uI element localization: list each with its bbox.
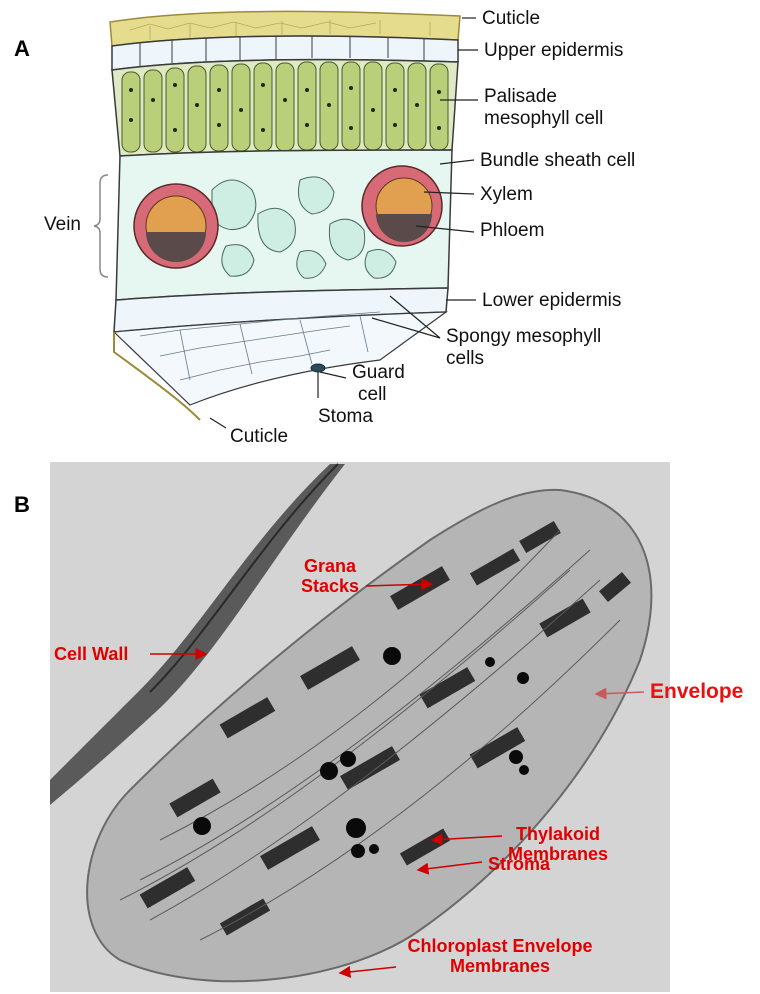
chloroplast-micrograph [0, 460, 760, 994]
label-cell-wall: Cell Wall [54, 644, 128, 664]
label-xylem: Xylem [480, 184, 533, 206]
label-cuticle-top: Cuticle [482, 8, 540, 30]
label-palisade-line2: mesophyll cell [484, 108, 603, 130]
label-bundle-sheath: Bundle sheath cell [480, 150, 635, 172]
label-guard-line1: Guard [352, 362, 405, 384]
label-spongy-line2: cells [446, 348, 484, 370]
chloroplast-micrograph-panel: B [0, 460, 760, 994]
label-upper-epidermis: Upper epidermis [484, 40, 623, 62]
label-grana-line1: Grana [290, 556, 370, 576]
left-vein [134, 184, 218, 268]
label-phloem: Phloem [480, 220, 544, 242]
label-spongy-line1: Spongy mesophyll [446, 326, 601, 348]
label-lower-epidermis: Lower epidermis [482, 290, 621, 312]
label-palisade-line1: Palisade [484, 86, 557, 108]
label-stroma: Stroma [488, 854, 550, 874]
label-cuticle-bottom: Cuticle [230, 426, 288, 448]
label-cp-envelope-line1: Chloroplast Envelope [370, 936, 630, 956]
label-vein: Vein [44, 214, 81, 236]
right-vein [362, 166, 442, 246]
vein-brace [94, 175, 108, 277]
label-grana-line2: Stacks [290, 576, 370, 596]
label-envelope: Envelope [650, 682, 743, 702]
stoma-opening [311, 364, 325, 372]
leaf-cross-section-panel: A [0, 0, 760, 460]
label-stoma: Stoma [318, 406, 373, 428]
palisade-cells [122, 62, 448, 152]
label-thylakoid-line1: Thylakoid [496, 824, 620, 844]
label-guard-line2: cell [358, 384, 387, 406]
label-cp-envelope-line2: Membranes [370, 956, 630, 976]
